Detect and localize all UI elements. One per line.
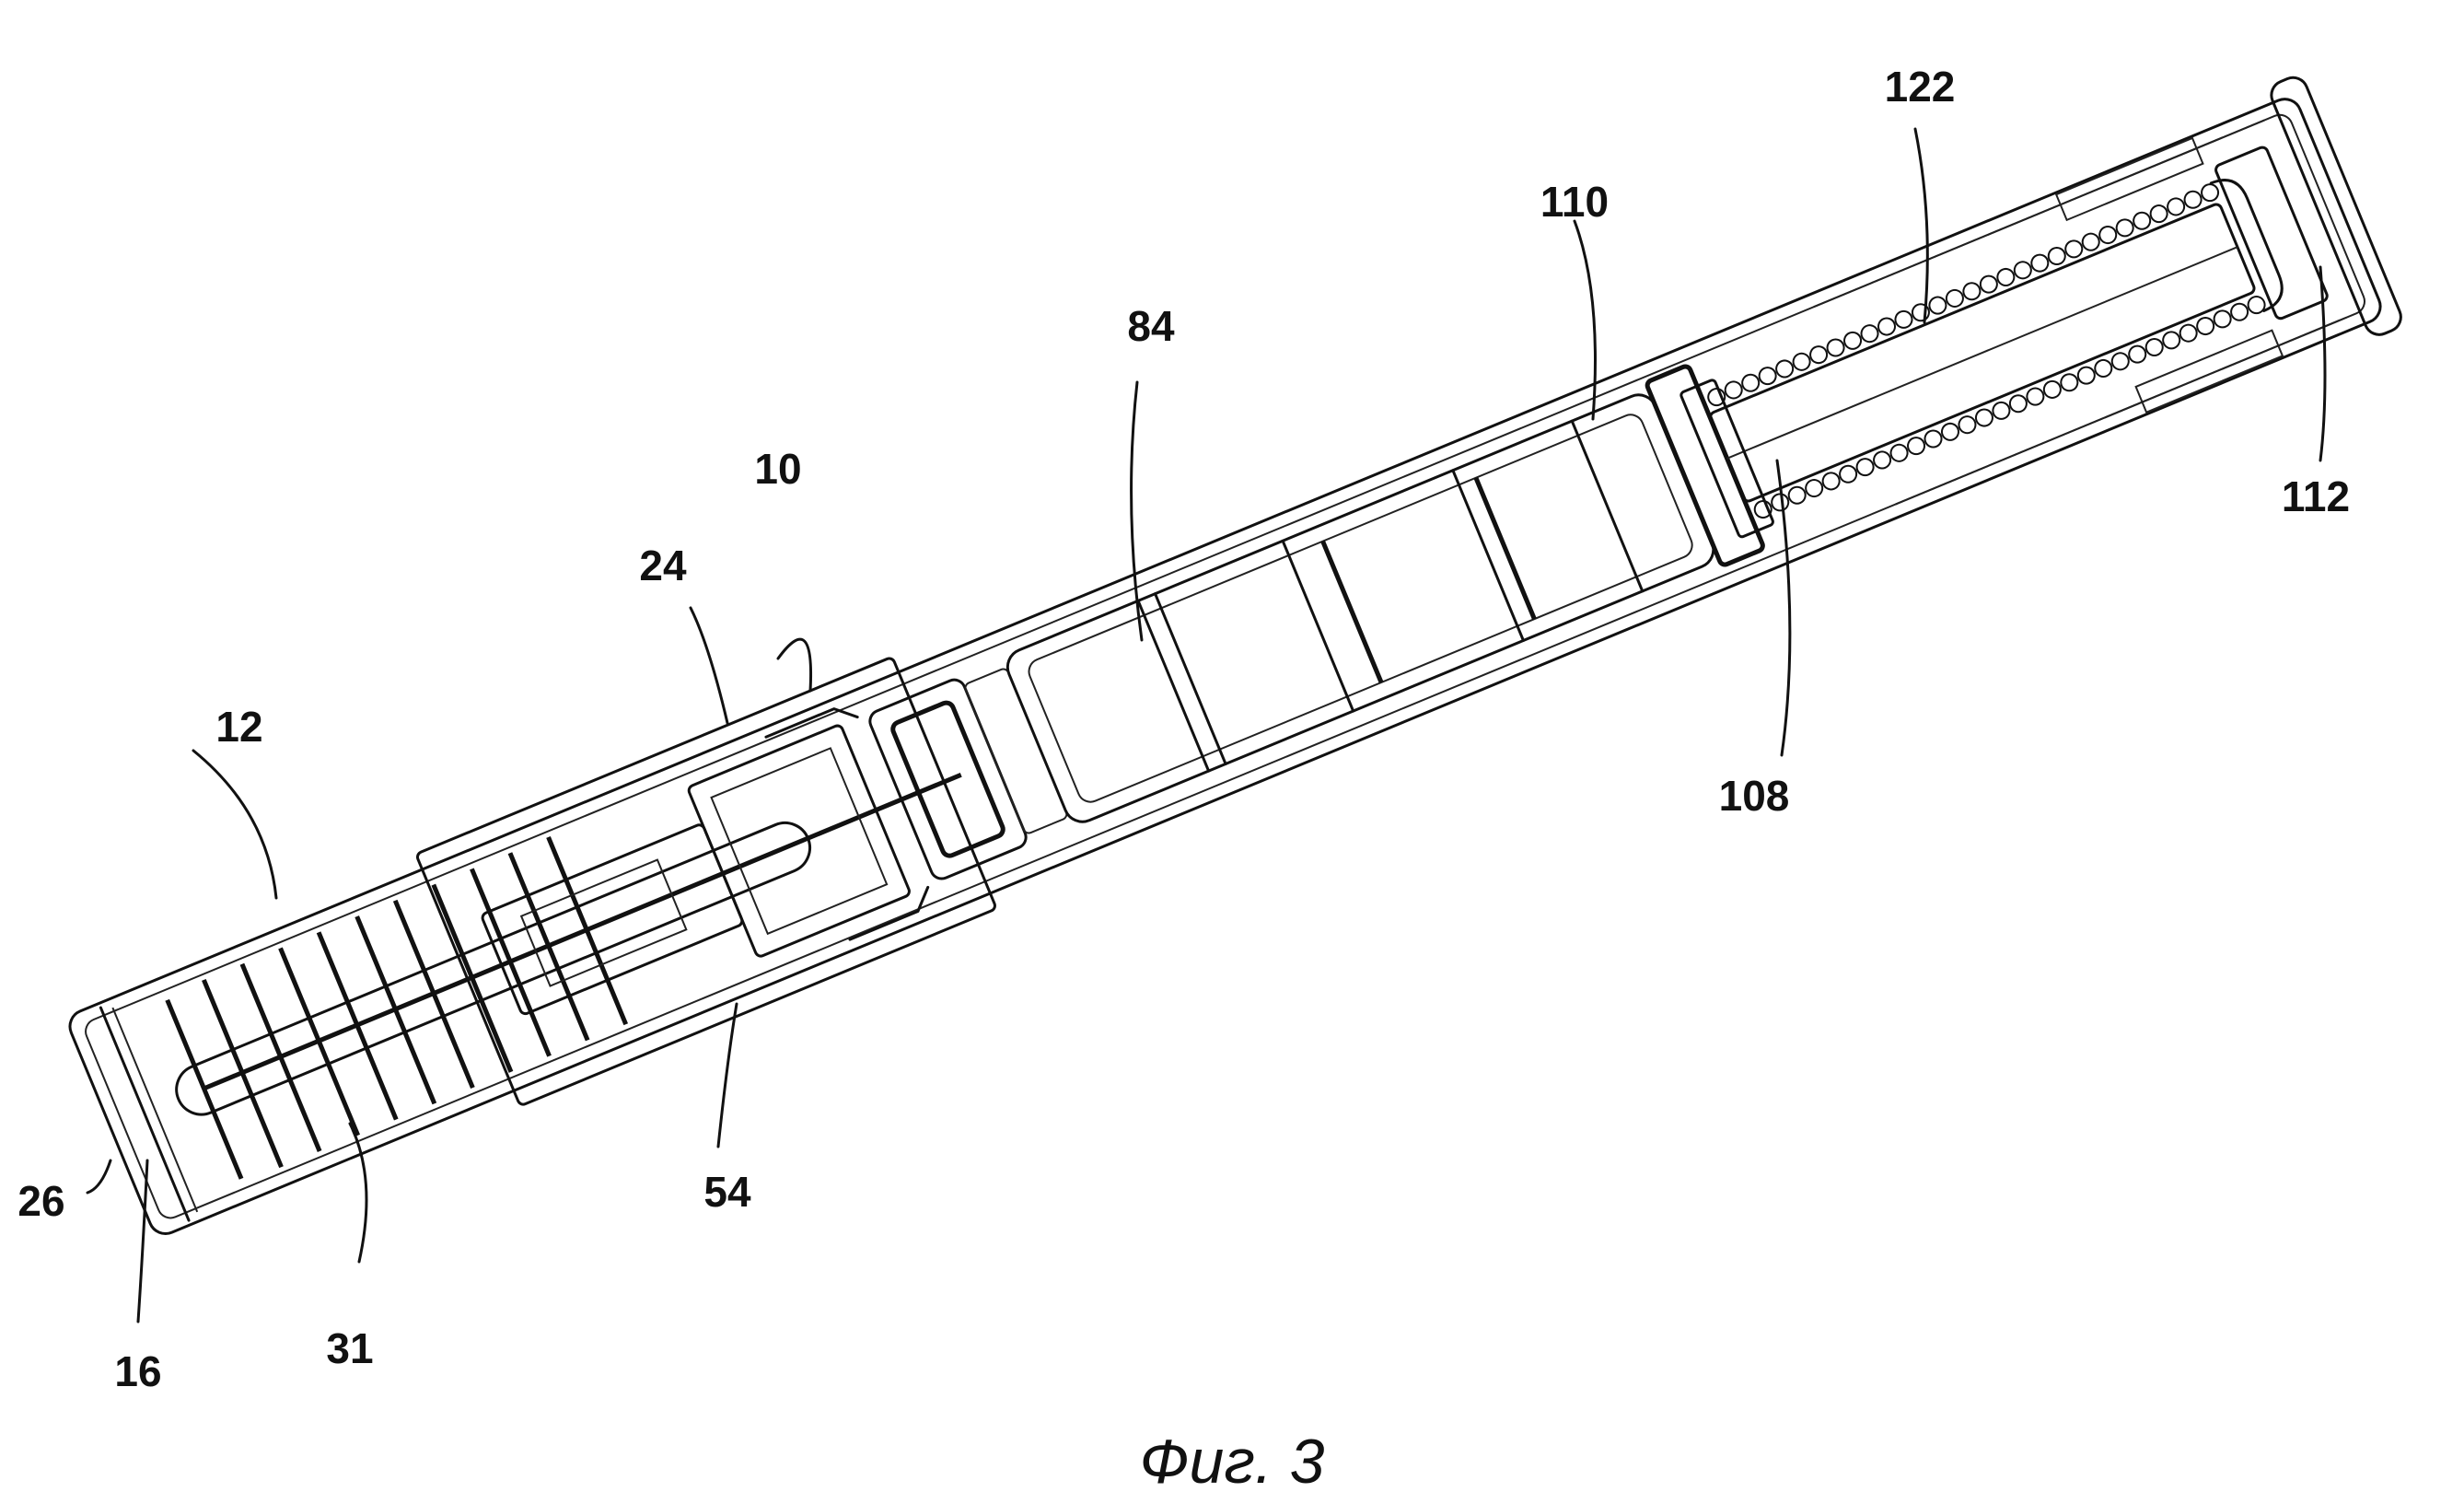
rear-seat-112	[2214, 146, 2329, 321]
leader-lines	[86, 127, 2327, 1323]
label-122: 122	[1885, 63, 1956, 111]
label-54: 54	[703, 1168, 751, 1216]
needle-hub	[687, 724, 911, 958]
label-26: 26	[17, 1177, 64, 1225]
guide-110	[1679, 379, 1774, 539]
needle	[203, 772, 962, 1091]
drive-spring-108	[1707, 179, 2284, 519]
label-12: 12	[215, 703, 262, 751]
injector-device-drawing	[68, 76, 2402, 1235]
latch-24	[764, 707, 859, 739]
label-108: 108	[1719, 772, 1790, 820]
label-84: 84	[1127, 302, 1175, 350]
outer-housing	[68, 98, 2382, 1235]
syringe-84	[1005, 393, 1715, 823]
label-16: 16	[114, 1347, 161, 1395]
reference-labels: 12 10 24 84 110 122 112 108 54 31 16 26	[17, 63, 2350, 1395]
latch-54	[848, 885, 930, 941]
end-cap	[2270, 76, 2402, 336]
figure-caption: Фиг. 3	[1139, 1427, 1324, 1492]
label-31: 31	[326, 1324, 373, 1372]
label-10: 10	[754, 445, 801, 493]
label-110: 110	[1540, 178, 1609, 226]
label-24: 24	[639, 542, 687, 589]
label-112: 112	[2282, 472, 2350, 520]
